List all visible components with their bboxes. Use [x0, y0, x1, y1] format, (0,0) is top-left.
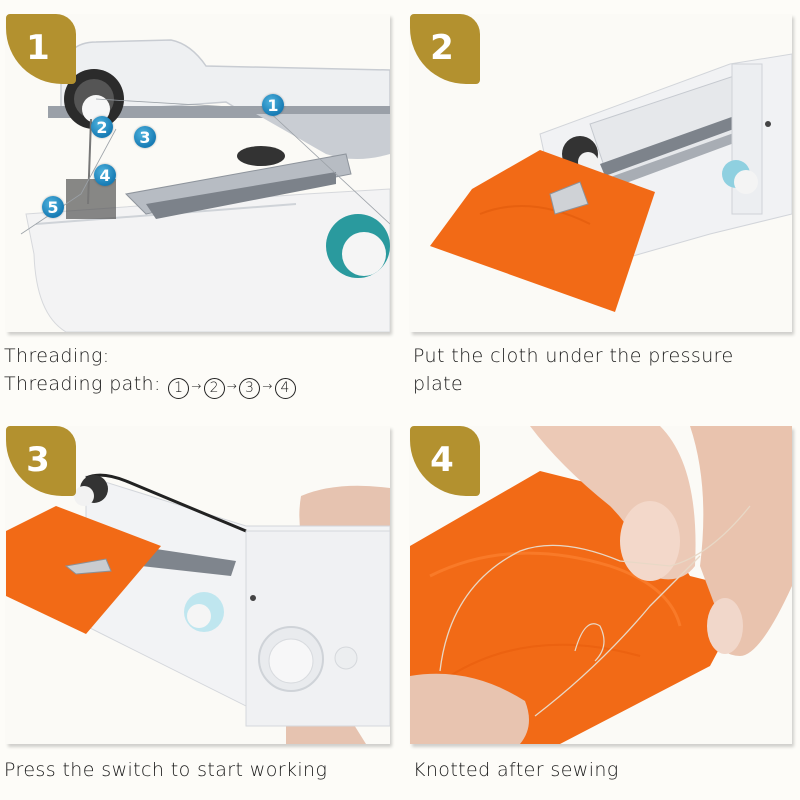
- thread-marker-1: 1: [262, 94, 284, 116]
- path-step-3: 3: [239, 377, 261, 399]
- press-switch-illustration: [6, 473, 390, 744]
- arrow-icon: →: [262, 379, 273, 393]
- step-2-caption: Put the cloth under the pressure plate: [413, 342, 734, 398]
- step-number: 4: [430, 440, 454, 480]
- cloth-under-pressure-plate-illustration: [430, 53, 792, 312]
- arrow-icon: →: [226, 379, 238, 393]
- sewing-machine-threading-illustration: [20, 39, 390, 332]
- path-step-2: 2: [203, 377, 225, 399]
- step-3-caption: Press the switch to start working: [4, 756, 327, 784]
- step-number: 3: [26, 440, 50, 480]
- thread-marker-4: 4: [94, 164, 116, 186]
- step-number: 1: [26, 28, 50, 68]
- path-step-1: 1: [168, 377, 190, 399]
- thread-marker-5: 5: [42, 196, 64, 218]
- step-4-panel: 4: [410, 426, 792, 744]
- step-1-threading-path: Threading path: 1→2→3→4: [4, 370, 297, 400]
- thread-marker-2: 2: [91, 116, 113, 138]
- step-1-caption: Threading: Threading path: 1→2→3→4: [4, 342, 297, 400]
- step-3-panel: 3: [6, 426, 390, 744]
- step-2-panel: 2: [410, 14, 792, 332]
- step-2-caption-line-1: Put the cloth under the pressure: [413, 345, 734, 367]
- step-4-caption-text: Knotted after sewing: [413, 759, 619, 781]
- thread-marker-3: 3: [134, 126, 156, 148]
- arrow-icon: →: [191, 379, 202, 393]
- step-2-caption-line-2: plate: [413, 373, 464, 395]
- step-1-caption-title: Threading:: [4, 345, 110, 367]
- knotted-thread-illustration: [410, 426, 792, 744]
- step-4-caption: Knotted after sewing: [413, 756, 619, 784]
- step-1-panel: 1 1 2 3 4 5: [6, 14, 390, 332]
- step-3-caption-text: Press the switch to start working: [4, 759, 328, 781]
- step-number: 2: [430, 28, 454, 68]
- path-step-4: 4: [274, 377, 296, 399]
